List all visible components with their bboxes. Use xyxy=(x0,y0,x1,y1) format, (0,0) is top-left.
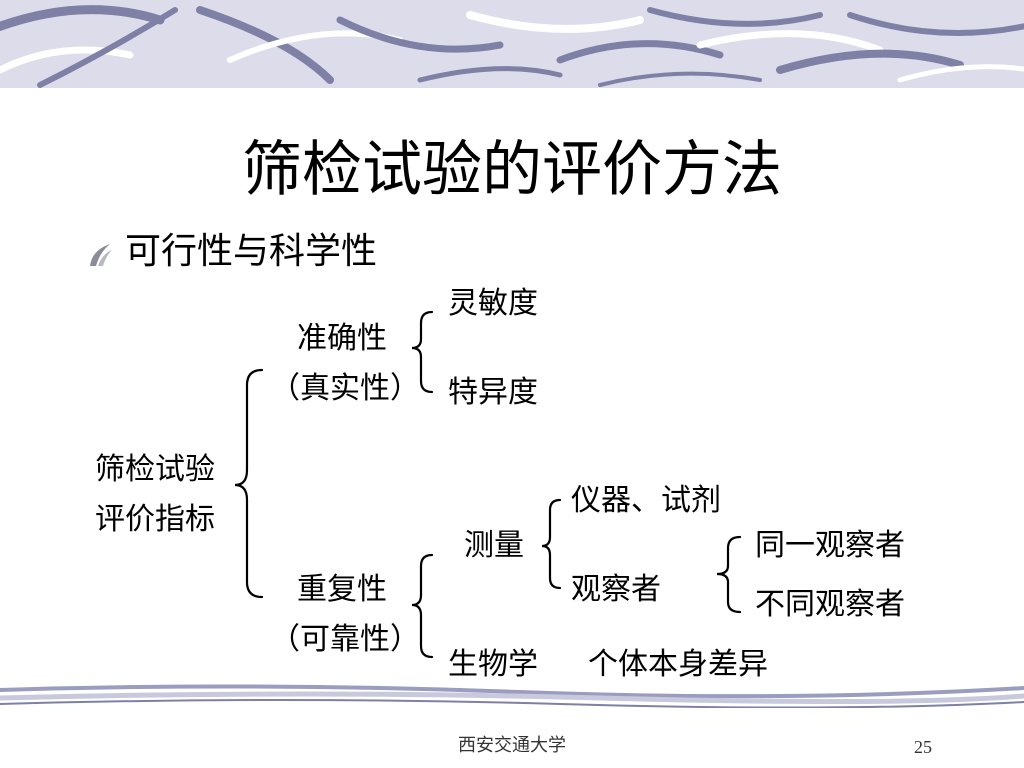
observer-label: 观察者 xyxy=(571,572,661,607)
root-label-line2: 评价指标 xyxy=(95,502,215,537)
validity-alias-label: （真实性） xyxy=(270,371,420,406)
different-observer-label: 不同观察者 xyxy=(755,587,905,622)
sensitivity-label: 灵敏度 xyxy=(448,286,538,321)
page-number: 25 xyxy=(914,737,932,757)
bottom-decorative-band xyxy=(0,684,1024,708)
individual-variation-label: 个体本身差异 xyxy=(588,647,768,682)
specificity-label: 特异度 xyxy=(448,375,538,410)
slide-title: 筛检试验的评价方法 xyxy=(242,135,782,205)
validity-label: 准确性 xyxy=(297,321,387,356)
biology-label: 生物学 xyxy=(448,647,538,682)
bullet-swoosh-icon xyxy=(90,244,112,266)
top-decorative-banner xyxy=(0,0,1024,88)
measurement-brace xyxy=(541,498,562,590)
root-brace xyxy=(234,368,264,599)
observer-brace xyxy=(716,535,742,614)
instruments-label: 仪器、试剂 xyxy=(571,483,721,518)
reliability-alias-label: （可靠性） xyxy=(270,622,420,657)
measurement-label: 测量 xyxy=(464,528,524,563)
reliability-label: 重复性 xyxy=(297,572,387,607)
footer-school-name: 西安交通大学 xyxy=(458,735,566,756)
bullet-text: 可行性与科学性 xyxy=(125,231,378,272)
same-observer-label: 同一观察者 xyxy=(755,528,905,563)
root-label-line1: 筛检试验 xyxy=(95,452,215,487)
